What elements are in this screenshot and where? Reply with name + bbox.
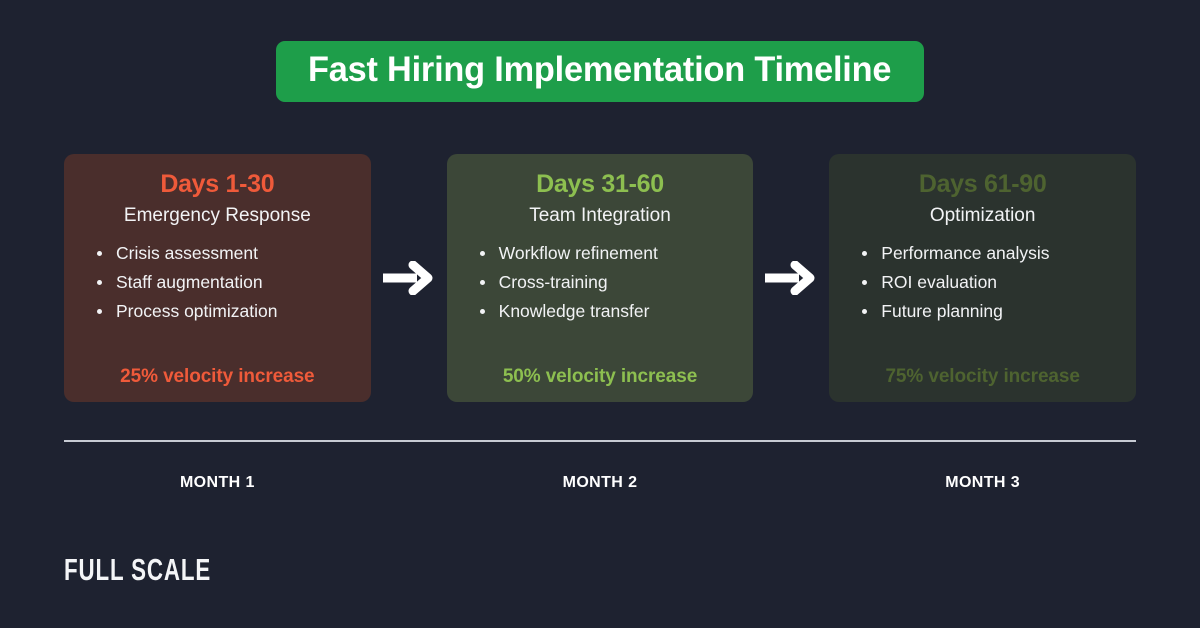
bullet-dot-icon bbox=[97, 280, 102, 286]
phase-card-2[interactable]: Days 31-60 Team Integration Workflow ref… bbox=[446, 154, 754, 402]
arrow-right-icon bbox=[382, 261, 433, 295]
bullet-dot-icon bbox=[479, 251, 485, 257]
list-item-label: Workflow refinement bbox=[498, 243, 658, 264]
list-item: Cross-training bbox=[477, 268, 736, 297]
bullet-dot-icon bbox=[862, 309, 868, 315]
timeline-divider bbox=[64, 440, 1136, 442]
phase-card-1[interactable]: Days 1-30 Emergency Response Crisis asse… bbox=[64, 154, 371, 402]
list-item-label: Performance analysis bbox=[881, 243, 1050, 264]
bullet-dot-icon bbox=[862, 280, 868, 286]
arrow-right-icon bbox=[765, 261, 815, 295]
phase-metric: 50% velocity increase bbox=[502, 366, 698, 387]
phase-label: Days 31-60 bbox=[536, 170, 664, 198]
month-labels-row: MONTH 1 MONTH 2 MONTH 3 bbox=[64, 474, 1136, 492]
list-item: Knowledge transfer bbox=[477, 297, 736, 326]
month-label-2: MONTH 2 bbox=[562, 474, 638, 491]
phase-label: Days 1-30 bbox=[160, 170, 275, 198]
bullet-dot-icon bbox=[862, 251, 868, 257]
list-item-label: Crisis assessment bbox=[116, 243, 258, 264]
bullet-dot-icon bbox=[97, 309, 102, 315]
arrow-connector-2 bbox=[753, 154, 829, 402]
phase-card-3[interactable]: Days 61-90 Optimization Performance anal… bbox=[829, 154, 1136, 402]
phase-cards-row: Days 1-30 Emergency Response Crisis asse… bbox=[64, 154, 1136, 402]
list-item: ROI evaluation bbox=[859, 268, 1118, 297]
title-banner-container: Fast Hiring Implementation Timeline bbox=[0, 41, 1200, 102]
list-item-label: ROI evaluation bbox=[881, 272, 998, 293]
arrow-connector-1 bbox=[371, 154, 447, 402]
title-banner: Fast Hiring Implementation Timeline bbox=[276, 41, 924, 102]
page-title: Fast Hiring Implementation Timeline bbox=[308, 50, 892, 89]
bullet-dot-icon bbox=[97, 251, 102, 257]
phase-bullet-list: Crisis assessment Staff augmentation Pro… bbox=[82, 239, 353, 357]
list-item: Workflow refinement bbox=[477, 239, 736, 268]
phase-metric: 25% velocity increase bbox=[120, 366, 315, 387]
phase-bullet-list: Performance analysis ROI evaluation Futu… bbox=[847, 239, 1118, 357]
month-label-1: MONTH 1 bbox=[179, 474, 255, 491]
list-item: Staff augmentation bbox=[94, 268, 353, 297]
phase-bullet-list: Workflow refinement Cross-training Knowl… bbox=[465, 239, 736, 357]
list-item-label: Process optimization bbox=[116, 301, 278, 322]
list-item: Performance analysis bbox=[859, 239, 1118, 268]
phase-subtitle: Team Integration bbox=[529, 204, 671, 226]
list-item: Future planning bbox=[859, 297, 1118, 326]
list-item-label: Cross-training bbox=[498, 272, 608, 293]
list-item: Crisis assessment bbox=[94, 239, 353, 268]
list-item-label: Staff augmentation bbox=[116, 272, 263, 293]
list-item: Process optimization bbox=[94, 297, 353, 326]
phase-label: Days 61-90 bbox=[918, 170, 1047, 198]
list-item-label: Knowledge transfer bbox=[498, 301, 650, 322]
phase-metric: 75% velocity increase bbox=[885, 366, 1080, 387]
list-item-label: Future planning bbox=[881, 301, 1003, 322]
brand-logo: FULL SCALE bbox=[64, 552, 212, 587]
phase-subtitle: Optimization bbox=[929, 204, 1036, 226]
bullet-dot-icon bbox=[479, 309, 485, 315]
phase-subtitle: Emergency Response bbox=[123, 204, 311, 226]
month-label-3: MONTH 3 bbox=[945, 474, 1021, 491]
bullet-dot-icon bbox=[479, 280, 485, 286]
